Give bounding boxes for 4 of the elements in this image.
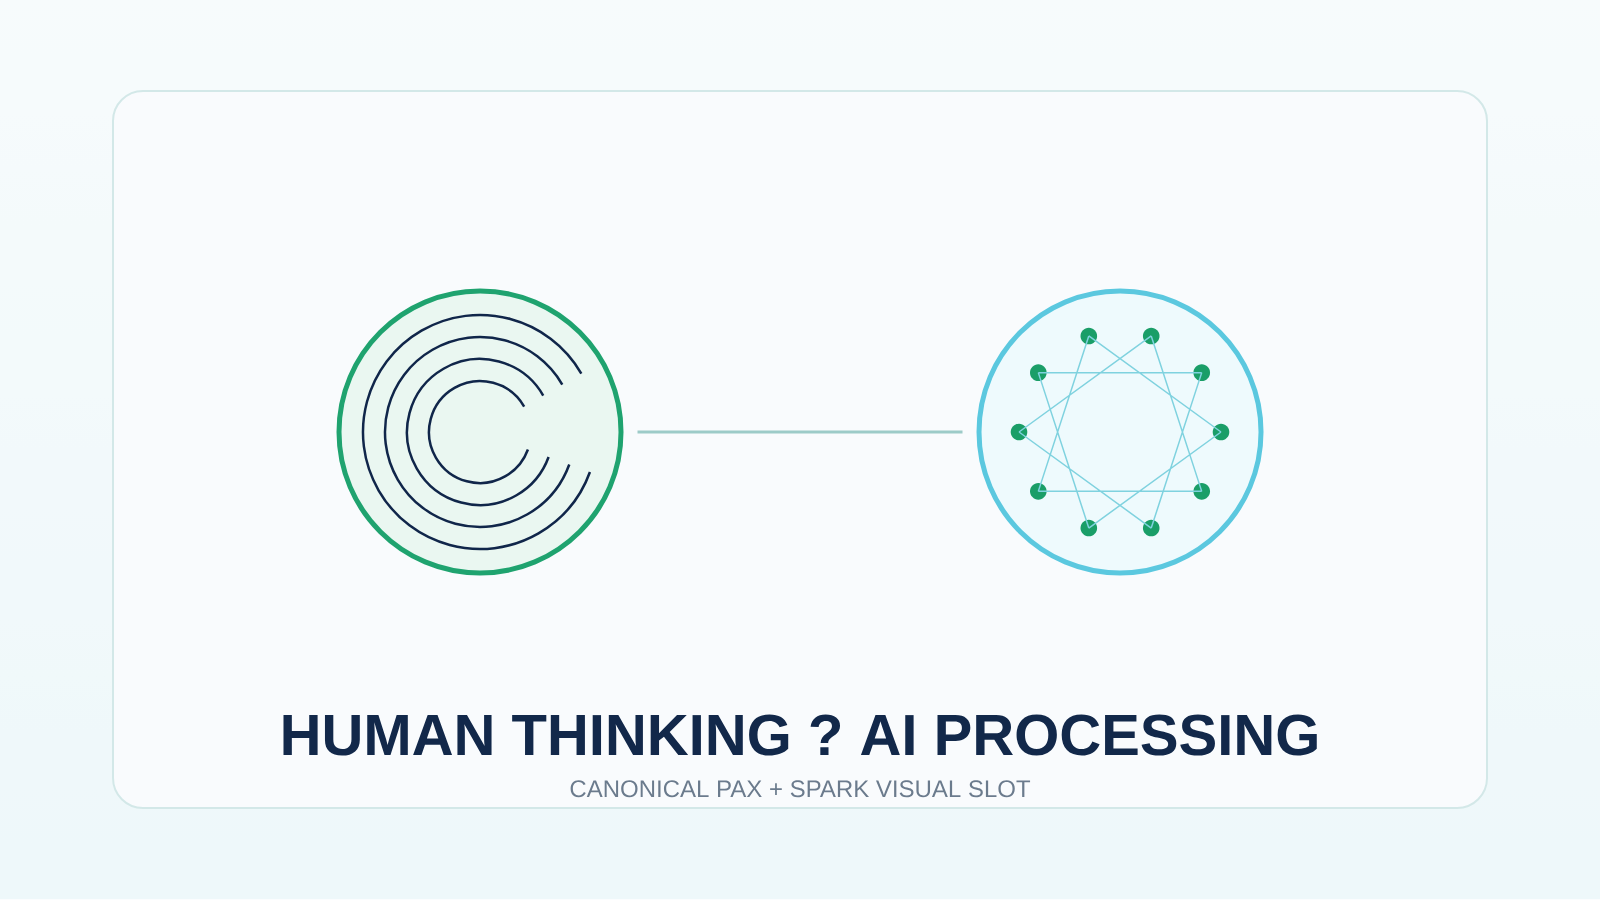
title: HUMAN THINKING ? AI PROCESSING: [283, 714, 1317, 756]
connector-line: [637, 430, 963, 434]
subtitle: CANONICAL PAX + SPARK VISUAL SLOT: [570, 780, 1031, 798]
arcs-circle: [336, 288, 624, 576]
